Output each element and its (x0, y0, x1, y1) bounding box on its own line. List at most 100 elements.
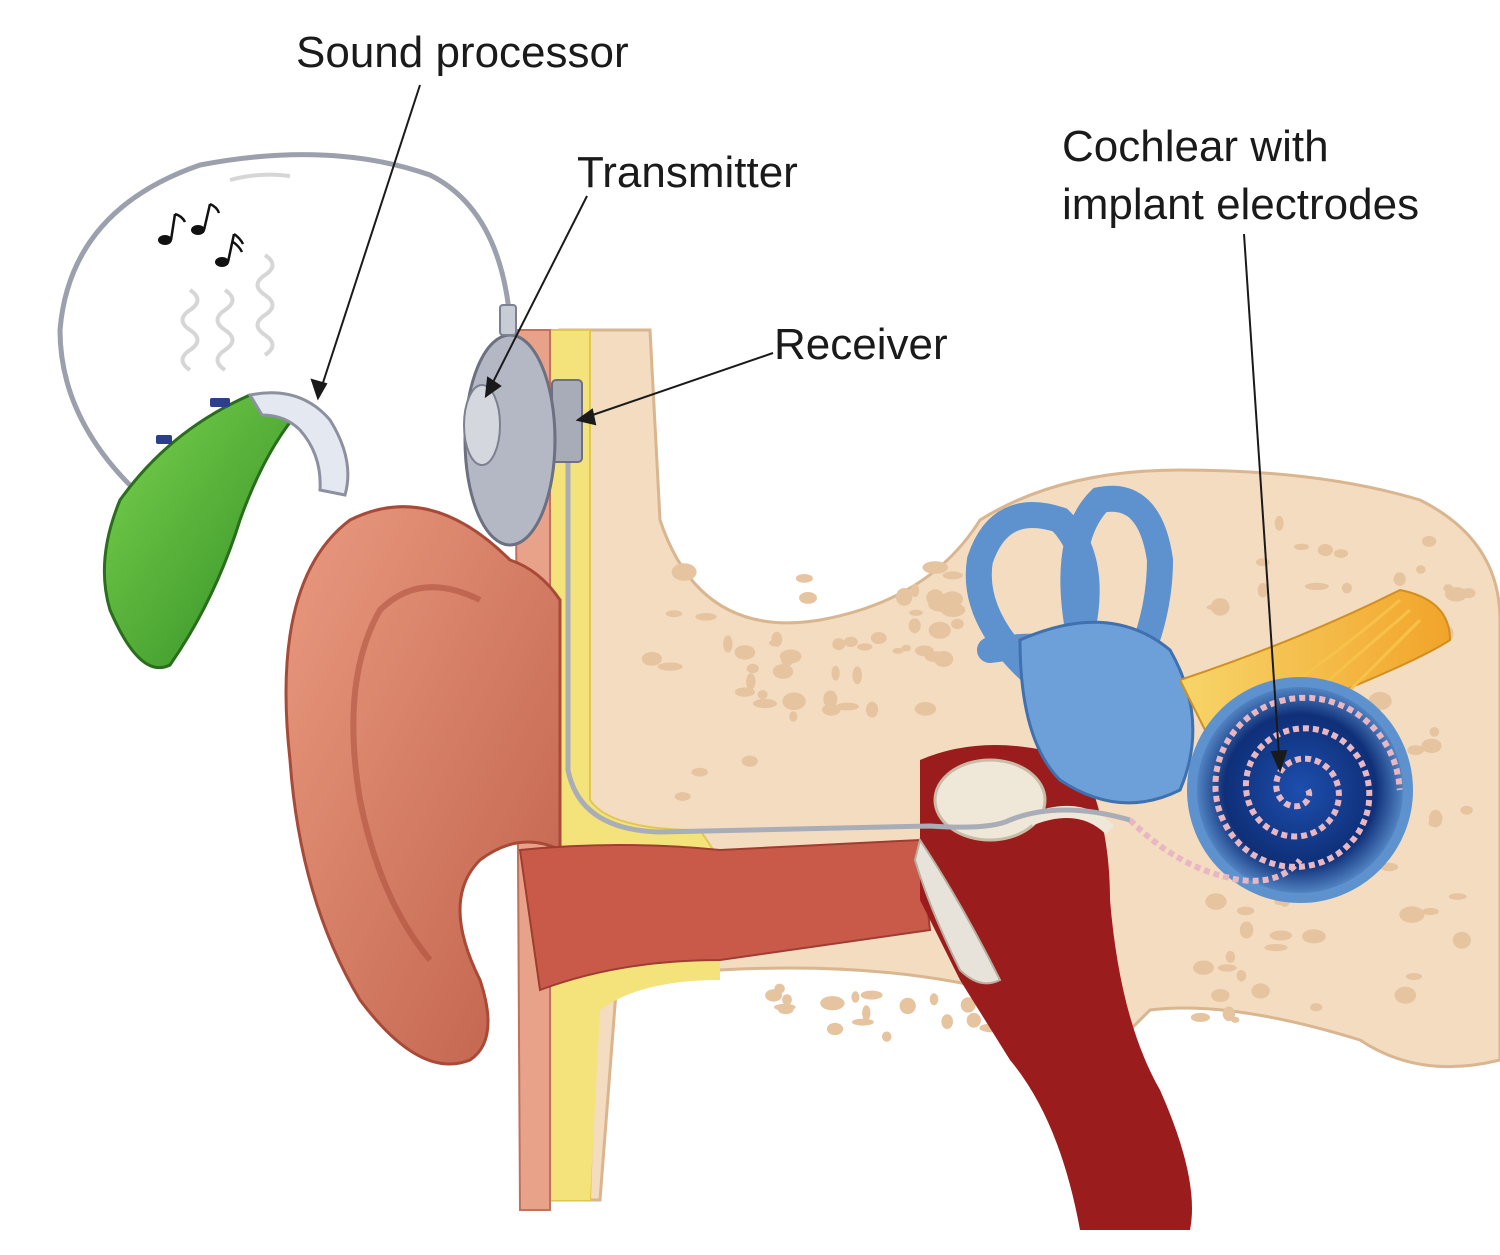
bone-spot (1264, 944, 1288, 952)
bone-spot (1210, 598, 1230, 616)
sound-processor-earhook (247, 391, 350, 497)
bone-spot (915, 645, 934, 657)
bone-spot (823, 690, 838, 708)
bone-spot (1269, 930, 1293, 941)
receiver-device (551, 379, 583, 463)
bone-spot (860, 990, 883, 1000)
bone-spot (782, 994, 792, 1006)
bone-spot (1460, 805, 1473, 815)
bone-spot (844, 636, 858, 648)
bone-spot (779, 649, 802, 664)
bone-spot (746, 673, 756, 690)
bone-spot (691, 767, 708, 777)
bone-spot (665, 610, 683, 618)
bone-spot (1222, 1006, 1236, 1022)
bone-spot (914, 702, 937, 716)
bone-spot (909, 609, 923, 616)
bone-spot (826, 1022, 844, 1036)
bone-spot (1190, 1012, 1210, 1022)
bone-spot (674, 792, 691, 801)
bone-spot (942, 571, 963, 580)
bone-spot (1421, 738, 1442, 754)
label-receiver: Receiver (774, 320, 948, 369)
bone-spot (862, 1005, 871, 1021)
processor-cable (57, 152, 513, 497)
leader-receiver (577, 352, 774, 421)
bone-spot (1448, 893, 1467, 900)
transmitter-plug (499, 304, 517, 336)
sound-processor-body (102, 393, 303, 670)
bone-spot (1310, 1003, 1323, 1012)
bone-spot (799, 592, 817, 604)
bone-spot (1294, 543, 1309, 550)
vestibule (1018, 620, 1195, 805)
bone-spot (922, 561, 948, 574)
label-cochlear: Cochlear with implant electrodes (1062, 118, 1419, 234)
bone-spot (1422, 535, 1437, 547)
transmitter-face (463, 384, 501, 466)
label-sound-processor: Sound processor (296, 28, 629, 77)
processor-button (210, 398, 230, 407)
bone-spot (1406, 973, 1422, 980)
bone-spot (933, 651, 954, 667)
bone-spot (795, 574, 813, 583)
bone-spot (782, 692, 806, 711)
electrode-array (1212, 694, 1403, 870)
bone-spot (695, 613, 717, 621)
bone-spot (928, 621, 951, 639)
bone-spot (772, 664, 794, 679)
bone-spot (1251, 983, 1270, 999)
bone-spot (1304, 582, 1329, 591)
bone-spot (1236, 906, 1255, 916)
bone-spot (1231, 1016, 1240, 1023)
bone-spot (1236, 970, 1247, 982)
leader-receiver-arrow (575, 408, 597, 426)
bone-spot (1217, 964, 1237, 972)
bone-spot (1333, 549, 1349, 558)
bone-spot (1452, 931, 1471, 949)
bone-spot (774, 983, 785, 994)
cochlea (1187, 677, 1413, 903)
ear-helix-inner (350, 584, 482, 962)
leader-cochlear (1243, 233, 1281, 771)
leader-sound-processor (317, 84, 421, 399)
bone-spot (870, 632, 887, 644)
bone-spot (852, 666, 862, 685)
middle-ear-cavity (920, 745, 1192, 1230)
bone-spot (1429, 727, 1440, 737)
bone-spot (1399, 906, 1425, 923)
bone-spot (895, 588, 913, 606)
bone-spot (852, 1018, 874, 1026)
bone-spot (1317, 544, 1333, 557)
bone-spot (929, 993, 939, 1006)
bone-spot (774, 1003, 796, 1011)
bone-spot (941, 1014, 953, 1029)
bone-spot (951, 618, 964, 630)
bone-spot (1445, 587, 1468, 602)
bone-spot (1274, 515, 1284, 531)
implant-wire (565, 440, 1131, 835)
bone-spot (1461, 588, 1476, 599)
label-transmitter: Transmitter (577, 148, 798, 197)
bone-spot (1257, 582, 1269, 598)
leader-sound-processor-arrow (310, 378, 328, 401)
bone-spot (1422, 907, 1439, 916)
leader-lines (310, 84, 1288, 773)
bone-spot (752, 698, 778, 709)
bone-spot (835, 702, 860, 711)
bone-spot (769, 639, 779, 647)
bone-spot (1225, 950, 1236, 963)
bone-spot (831, 665, 840, 681)
bone-spot (757, 690, 768, 700)
bone-spot (928, 597, 953, 612)
bone-spot (832, 638, 846, 651)
label-cochlear-line1: Cochlear with (1062, 122, 1329, 171)
bone-spot (1341, 582, 1352, 594)
ear-drum (913, 837, 1002, 985)
bone-spot (866, 701, 879, 718)
processor-button (156, 435, 172, 444)
fat-layer-lower (545, 930, 720, 1200)
bone-spot (734, 645, 756, 660)
